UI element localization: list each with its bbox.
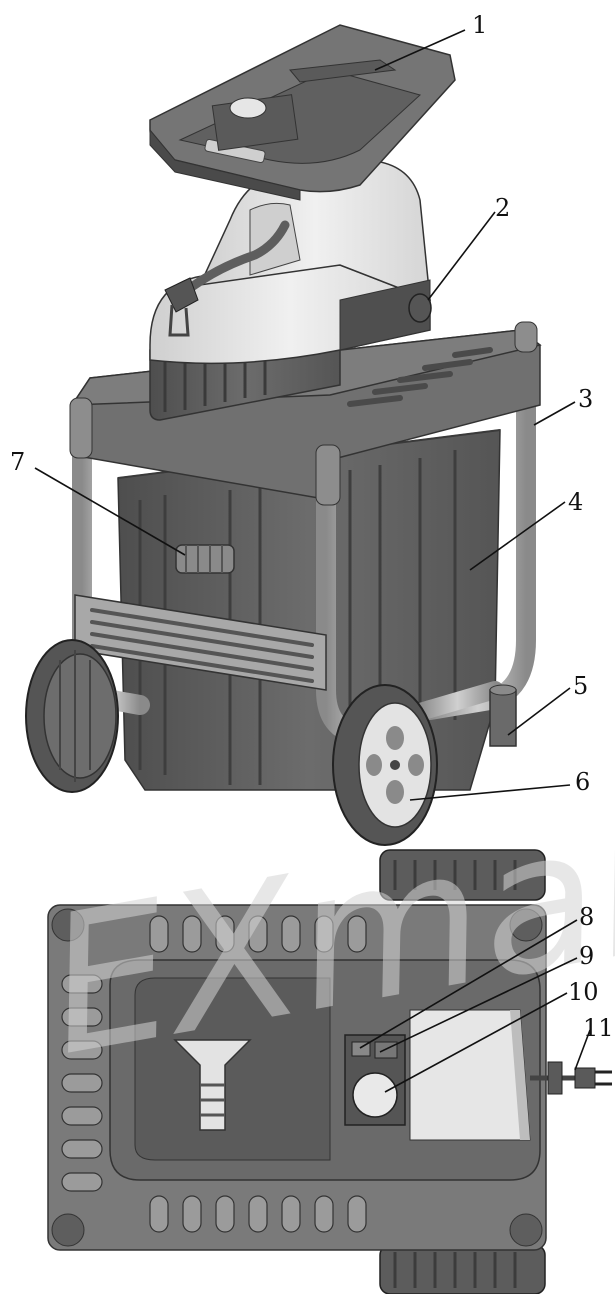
vent-slots-left — [61, 974, 103, 1192]
callout-1: 1 — [472, 11, 487, 39]
top-view-wheel-lower — [379, 1244, 546, 1294]
callout-7: 7 — [10, 448, 25, 476]
callout-6: 6 — [575, 768, 590, 796]
callout-2: 2 — [495, 194, 510, 222]
adjusting-knob — [408, 293, 432, 323]
callout-10: 10 — [568, 978, 599, 1006]
power-cord — [164, 220, 290, 337]
on-off-switch — [352, 1072, 398, 1118]
callout-leaders — [34, 29, 591, 1093]
callout-8: 8 — [579, 903, 594, 931]
top-view-wheel-upper — [379, 849, 546, 901]
left-wheel — [25, 639, 119, 793]
callout-4: 4 — [568, 488, 583, 516]
callout-11: 11 — [583, 1014, 614, 1042]
vent-slots-bottom — [149, 1195, 367, 1233]
power-plug — [530, 1061, 612, 1095]
callout-numbers: 1 2 3 4 5 6 7 8 9 10 11 — [10, 11, 614, 1042]
front-grille — [74, 594, 327, 691]
shredder-top-view — [47, 849, 612, 1294]
right-wheel — [332, 684, 438, 846]
vent-slots-top — [149, 915, 367, 953]
callout-3: 3 — [578, 385, 593, 413]
callout-5: 5 — [573, 672, 588, 700]
shredder-perspective-view — [25, 24, 542, 846]
box-handle — [175, 544, 235, 574]
funnel-hopper — [149, 24, 456, 201]
motor-housing — [149, 159, 431, 421]
callout-9: 9 — [579, 942, 594, 970]
